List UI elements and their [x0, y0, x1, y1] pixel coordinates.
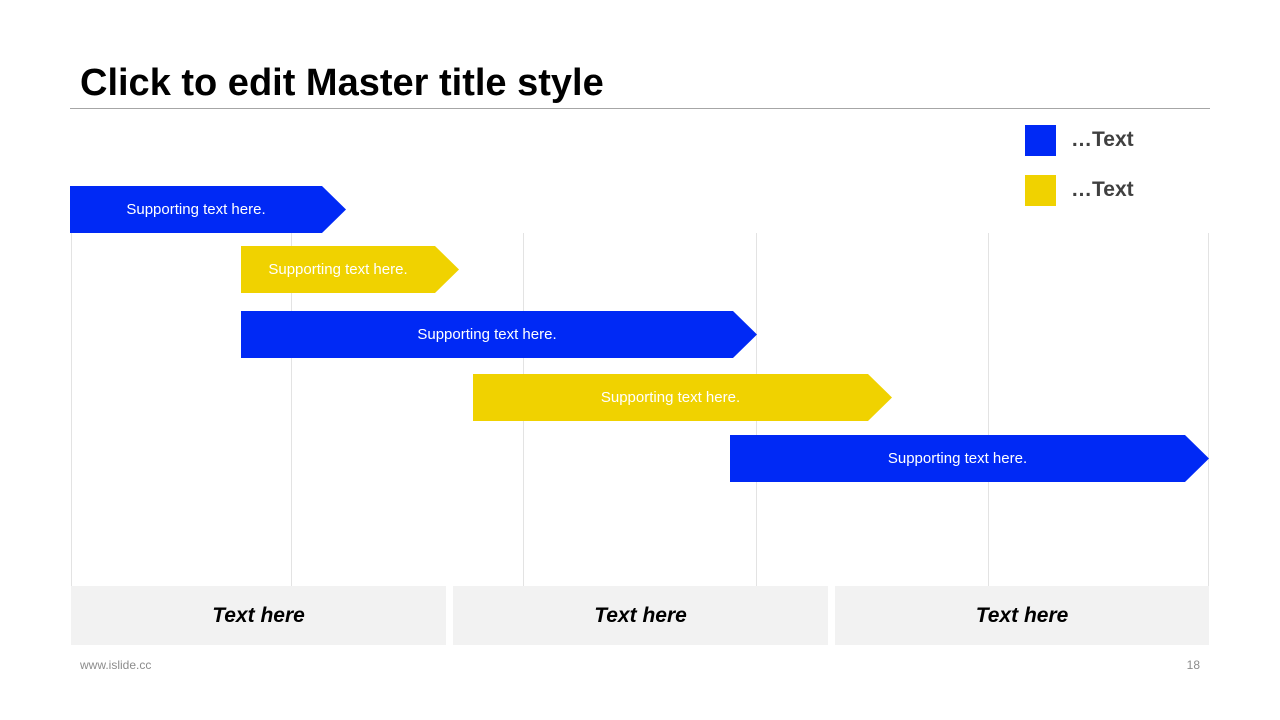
page-number: 18 [1186, 658, 1200, 672]
timeline-bar-3[interactable]: Supporting text here. [241, 311, 757, 358]
footer-website: www.islide.cc [80, 658, 152, 672]
grid-line [988, 233, 989, 586]
category-box-3[interactable]: Text here [835, 586, 1209, 645]
grid-line [1208, 233, 1209, 586]
legend-swatch-blue [1025, 125, 1056, 156]
category-box-2[interactable]: Text here [453, 586, 828, 645]
legend-swatch-yellow [1025, 175, 1056, 206]
grid-line [291, 233, 292, 586]
timeline-bar-1[interactable]: Supporting text here. [70, 186, 346, 233]
timeline-bar-5[interactable]: Supporting text here. [730, 435, 1209, 482]
timeline-bar-4[interactable]: Supporting text here. [473, 374, 892, 421]
timeline-bar-2[interactable]: Supporting text here. [241, 246, 459, 293]
legend-label-blue[interactable]: …Text [1071, 128, 1134, 151]
slide-title[interactable]: Click to edit Master title style [80, 62, 604, 104]
grid-line [71, 233, 72, 586]
legend-label-yellow[interactable]: …Text [1071, 178, 1134, 201]
category-box-1[interactable]: Text here [71, 586, 446, 645]
title-divider [70, 108, 1210, 109]
